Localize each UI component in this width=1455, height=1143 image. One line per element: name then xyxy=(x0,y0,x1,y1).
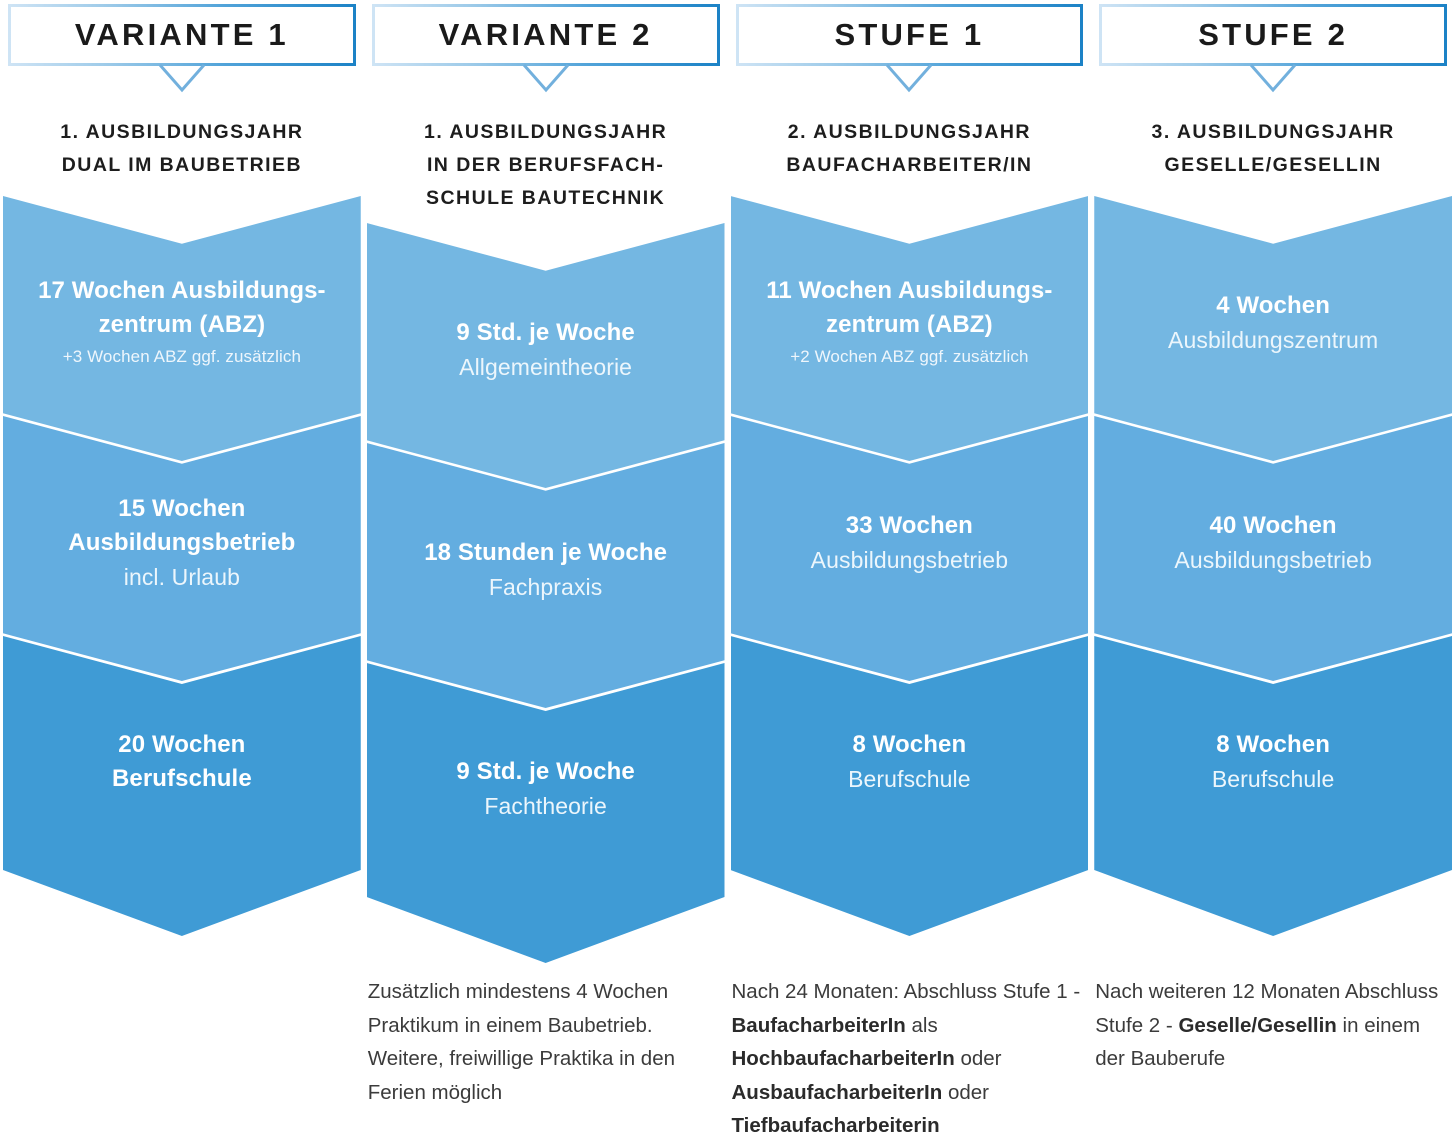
badge-box-4[interactable]: STUFE 2 xyxy=(1099,4,1447,66)
subtitle-line: 1. AUSBILDUNGSJAHR xyxy=(424,121,668,143)
column-footnote-2: Zusätzlich mindestens 4 Wochen Praktikum… xyxy=(367,980,675,1104)
chevron-main-line: 11 Wochen Ausbildungs- xyxy=(766,276,1053,304)
chevron-content: 11 Wochen Ausbildungs-zentrum (ABZ) +2 Wo… xyxy=(754,274,1064,372)
chevron-sub-line: Fachpraxis xyxy=(488,573,603,600)
chevron-main-line: 8 Wochen xyxy=(1216,731,1330,758)
chevron-main-line: 40 Wochen xyxy=(1209,511,1337,539)
chevron-sub-line: Berufschule xyxy=(1211,766,1335,792)
badge-box-1[interactable]: VARIANTE 1 xyxy=(8,4,356,66)
chevron-sub-line: Ausbildungsbetrieb xyxy=(810,546,1009,573)
badge-box-3[interactable]: STUFE 1 xyxy=(735,4,1084,66)
chevron-sub-line: Ausbildungszentrum xyxy=(1168,326,1379,353)
chevron-main-line: 33 Wochen xyxy=(845,511,973,539)
chevron-sub-line: Allgemeintheorie xyxy=(459,353,633,380)
subtitle-line: SCHULE BAUTECHNIK xyxy=(426,187,666,209)
column-subtitle-2: 1. AUSBILDUNGSJAHR IN DER BERUFSFACH- SCHU… xyxy=(364,92,728,215)
subtitle-line: 1. AUSBILDUNGSJAHR xyxy=(60,121,304,143)
badge-label-4: STUFE 2 xyxy=(1198,17,1349,52)
chevron-sub-line: Berufschule xyxy=(848,766,971,792)
chevron-stack-1: 17 Wochen Ausbildungs-zentrum (ABZ) +3 Wo… xyxy=(0,196,364,936)
badge-wrap-4: STUFE 2 xyxy=(1091,0,1455,93)
chevron-note-line: +2 Wochen ABZ ggf. zusätzlich xyxy=(790,346,1029,366)
badge-label-1: VARIANTE 1 xyxy=(74,17,289,52)
badge-box-2[interactable]: VARIANTE 2 xyxy=(371,4,720,66)
badge-wrap-1: VARIANTE 1 xyxy=(0,0,364,93)
pathway-column-2: VARIANTE 2 1. AUSBILDUNGSJAHR IN DER BERUF… xyxy=(364,0,728,1118)
pathway-column-4: STUFE 2 3. AUSBILDUNGSJAHR GESELLE/GESELLI… xyxy=(1091,0,1455,1118)
chevron-sub-line: incl. Urlaub xyxy=(123,563,240,590)
chevron-main-line: 9 Std. je Woche xyxy=(456,318,635,346)
chevron-note-line: +3 Wochen ABZ ggf. zusätzlich xyxy=(62,346,302,366)
chevron-sub-line: Ausbildungsbetrieb xyxy=(1174,546,1372,573)
chevron-block-3-1[interactable]: 11 Wochen Ausbildungs-zentrum (ABZ) +2 Wo… xyxy=(730,196,1089,461)
pathway-column-3: STUFE 1 2. AUSBILDUNGSJAHR BAUFACHARBEITER… xyxy=(728,0,1092,1137)
speech-tail-icon xyxy=(522,64,569,93)
badge-tail-1 xyxy=(158,63,206,93)
speech-tail-icon xyxy=(886,64,933,93)
badge-wrap-2: VARIANTE 2 xyxy=(364,0,728,93)
badge-label-3: STUFE 1 xyxy=(834,17,985,52)
chevron-main-line: 8 Wochen xyxy=(852,731,967,758)
chevron-main-line: 17 Wochen Ausbildungs- xyxy=(38,276,326,304)
chevron-main-line-2: Ausbildungsbetrieb xyxy=(68,528,296,556)
badge-wrap-3: STUFE 1 xyxy=(728,0,1092,93)
column-subtitle-1: 1. AUSBILDUNGSJAHR DUAL IM BAUBETRIEB xyxy=(0,92,364,188)
column-footnote-4: Nach weiteren 12 Monaten Abschluss Stufe… xyxy=(1095,980,1439,1070)
badge-label-2: VARIANTE 2 xyxy=(438,17,653,52)
subtitle-line: IN DER BERUFSFACH- xyxy=(426,154,665,176)
column-footnote-3: Nach 24 Monaten: Abschluss Stufe 1 - Bau… xyxy=(731,980,1081,1137)
chevron-block-1-1[interactable]: 17 Wochen Ausbildungs-zentrum (ABZ) +3 Wo… xyxy=(3,196,361,461)
chevron-main-line-2: Berufschule xyxy=(111,765,252,792)
speech-tail-icon xyxy=(1249,64,1297,93)
chevron-sub-line: Fachtheorie xyxy=(484,793,607,819)
chevron-main-line: 15 Wochen xyxy=(118,494,246,522)
subtitle-line: DUAL IM BAUBETRIEB xyxy=(61,154,302,176)
badge-tail-4 xyxy=(1249,63,1297,93)
subtitle-line: 3. AUSBILDUNGSJAHR xyxy=(1151,121,1395,143)
chevron-main-line: 4 Wochen xyxy=(1216,291,1330,319)
subtitle-line: 2. AUSBILDUNGSJAHR xyxy=(787,121,1031,143)
chevron-main-line-2: zentrum (ABZ) xyxy=(826,310,993,338)
column-subtitle-3: 2. AUSBILDUNGSJAHR BAUFACHARBEITER/IN xyxy=(728,92,1092,188)
badge-tail-3 xyxy=(886,63,933,93)
chevron-main-line-2: zentrum (ABZ) xyxy=(98,310,266,338)
chevron-main-line: 9 Std. je Woche xyxy=(456,758,635,785)
subtitle-line: BAUFACHARBEITER/IN xyxy=(786,154,1033,176)
ausbildung-pfade-infografik: VARIANTE 1 1. AUSBILDUNGSJAHR DUAL IM BAUB… xyxy=(0,0,1455,1118)
chevron-stack-3: 11 Wochen Ausbildungs-zentrum (ABZ) +2 Wo… xyxy=(728,196,1092,936)
speech-tail-icon xyxy=(158,64,206,93)
badge-tail-2 xyxy=(522,63,569,93)
chevron-content: 17 Wochen Ausbildungs-zentrum (ABZ) +3 Wo… xyxy=(26,274,338,372)
column-subtitle-4: 3. AUSBILDUNGSJAHR GESELLE/GESELLIN xyxy=(1091,92,1455,188)
chevron-main-line: 18 Stunden je Woche xyxy=(424,538,668,566)
pathway-column-1: VARIANTE 1 1. AUSBILDUNGSJAHR DUAL IM BAUB… xyxy=(0,0,364,1118)
chevron-main-line: 20 Wochen xyxy=(118,731,246,758)
subtitle-line: GESELLE/GESELLIN xyxy=(1164,154,1382,176)
